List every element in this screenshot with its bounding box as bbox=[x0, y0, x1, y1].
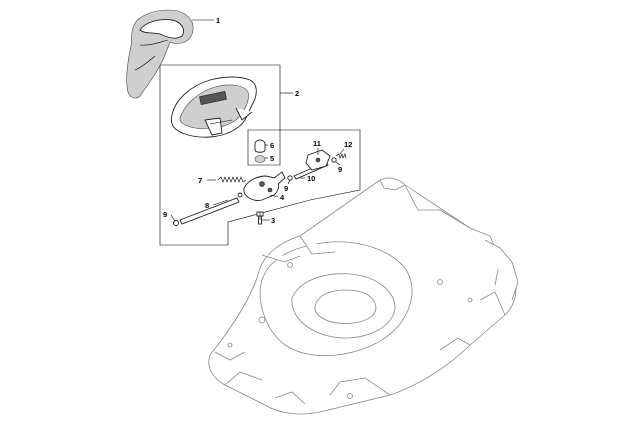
part-12-spring-clip bbox=[335, 153, 347, 159]
part-9-clip-b bbox=[287, 175, 293, 181]
part-9-clip-a bbox=[173, 220, 179, 226]
callout-5: 5 bbox=[270, 154, 274, 163]
part-11-cam-lever bbox=[305, 149, 331, 171]
callout-3: 3 bbox=[271, 216, 275, 225]
callout-7: 7 bbox=[198, 176, 202, 185]
callout-11: 11 bbox=[313, 139, 321, 148]
callout-6: 6 bbox=[270, 141, 274, 150]
callout-8: 8 bbox=[205, 201, 209, 210]
part-6-knob bbox=[254, 139, 266, 153]
group-bracket-outline bbox=[159, 64, 361, 246]
part-9-clip-c bbox=[331, 157, 337, 163]
callout-12: 12 bbox=[344, 140, 352, 149]
part-2-control-housing bbox=[170, 76, 257, 138]
callout-10: 10 bbox=[307, 174, 315, 183]
callout-2: 2 bbox=[295, 89, 299, 98]
callout-9b: 9 bbox=[284, 184, 288, 193]
part-8-rod bbox=[179, 197, 240, 225]
callout-4: 4 bbox=[280, 193, 285, 202]
part-4-lever-bracket bbox=[243, 171, 286, 201]
callouts: 1 2 3 4 5 6 7 8 9 9 9 10 11 12 bbox=[163, 16, 352, 225]
callout-9a: 9 bbox=[163, 210, 167, 219]
pivot-ring bbox=[237, 192, 243, 198]
part-5-nut bbox=[254, 155, 266, 163]
callout-1: 1 bbox=[216, 16, 220, 25]
callout-9c: 9 bbox=[338, 165, 342, 174]
part-1-top-cover bbox=[126, 9, 194, 99]
part-7-spring bbox=[217, 176, 247, 183]
leader-lines bbox=[170, 19, 345, 222]
mower-deck bbox=[208, 177, 519, 415]
